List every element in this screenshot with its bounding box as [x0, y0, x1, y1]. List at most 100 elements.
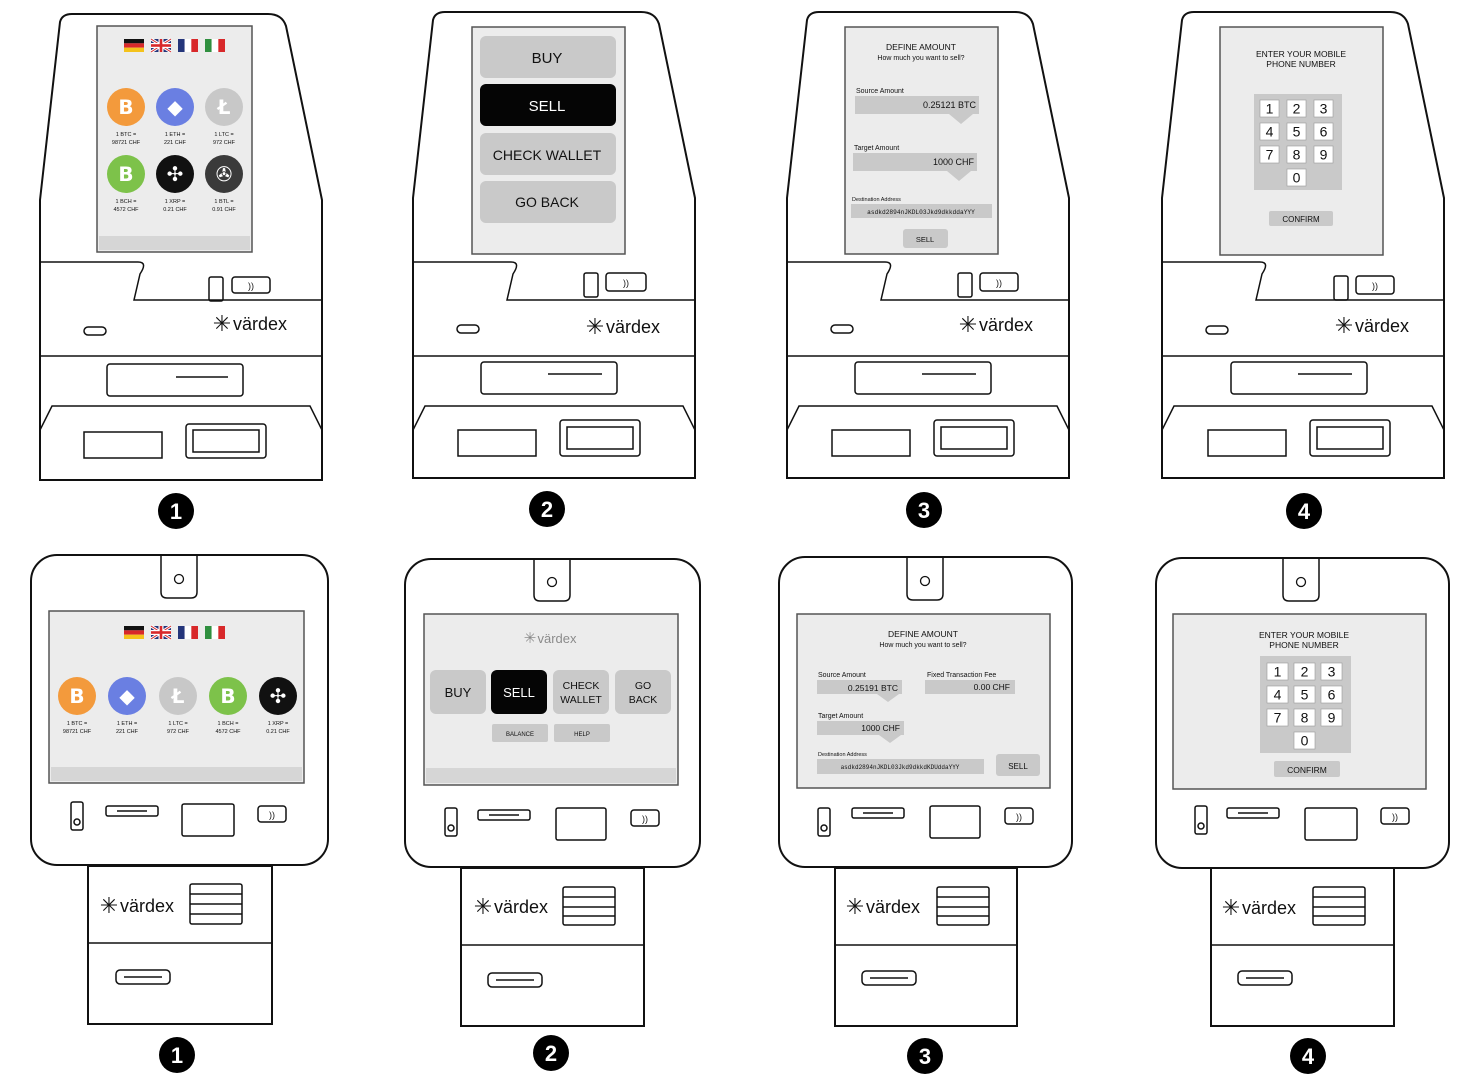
key-label: 3 [1320, 100, 1328, 116]
destination-field[interactable] [817, 759, 984, 774]
coin-tile[interactable]: B1 BCH =4572 CHF [209, 677, 247, 735]
buy-label: BUY [445, 685, 472, 700]
balance-button[interactable] [492, 724, 548, 742]
target-amount-field[interactable] [817, 721, 904, 735]
help-button[interactable] [554, 724, 610, 742]
key-label: 2 [1301, 663, 1309, 679]
key-7[interactable]: 7 [1259, 145, 1280, 164]
coin-tile[interactable]: B1 BCH =4572 CHF [107, 155, 145, 213]
german-flag-icon[interactable] [124, 39, 144, 52]
dest-value: asdkd2894nJKDL03Jkd9dkkdKDUddaYYY [841, 764, 960, 771]
italian-flag-icon[interactable] [205, 39, 225, 52]
sell-label: SELL [916, 235, 934, 244]
key-1[interactable]: 1 [1266, 662, 1289, 681]
brand-logo: ✳värdex [213, 311, 287, 336]
coin-rate-line2: 4572 CHF [215, 729, 241, 735]
key-label: 4 [1274, 686, 1282, 702]
bitcoin-icon [58, 677, 96, 715]
check-wallet-button[interactable] [480, 133, 616, 175]
uk-flag-icon[interactable] [150, 624, 172, 641]
coin-rate-line1: 1 LTC = [214, 132, 233, 138]
go-label: GO [635, 680, 651, 692]
tall-screen-amount: DEFINE AMOUNT How much you want to sell?… [844, 26, 999, 255]
german-flag-icon[interactable] [124, 626, 144, 639]
wide-screen-menu: ✳ värdex BUY SELL CHECK WALLET GO BACK B… [423, 613, 679, 786]
sell-button[interactable] [903, 229, 948, 248]
coin-tile[interactable]: ◆1 ETH =221 CHF [156, 88, 194, 146]
language-flags[interactable] [124, 37, 225, 54]
key-4[interactable]: 4 [1266, 685, 1289, 704]
key-9[interactable]: 9 [1320, 708, 1343, 727]
help-label: HELP [574, 732, 590, 738]
sell-button[interactable] [491, 670, 547, 714]
coin-tile[interactable]: B1 BTC =98721 CHF [107, 88, 145, 146]
litecoin-glyph: Ł [217, 95, 231, 119]
sparkle-icon: ✳ [586, 314, 604, 339]
source-value: 0.25121 BTC [923, 100, 977, 110]
brand-name: värdex [866, 897, 920, 917]
ripple-glyph: ✣ [270, 684, 287, 708]
buy-button[interactable] [480, 36, 616, 78]
confirm-button[interactable] [1269, 211, 1333, 226]
litecoin-glyph: Ł [171, 684, 185, 708]
go-back-button[interactable] [615, 670, 671, 714]
buy-label: BUY [532, 50, 563, 67]
french-flag-icon[interactable] [178, 626, 198, 639]
coin-tile[interactable]: ◆1 ETH =221 CHF [108, 677, 146, 735]
sell-button[interactable] [996, 754, 1040, 776]
language-flags[interactable] [124, 624, 225, 641]
phone-title-line1: ENTER YOUR MOBILE [1259, 630, 1349, 640]
go-back-button[interactable] [480, 181, 616, 223]
key-1[interactable]: 1 [1259, 99, 1280, 118]
key-2[interactable]: 2 [1293, 662, 1316, 681]
coin-rate-line1: 1 LTC = [168, 721, 187, 727]
bitcoin-glyph: B [69, 684, 84, 708]
coin-tile[interactable]: ✣1 XRP =0.21 CHF [259, 677, 297, 735]
coin-tile[interactable]: Ł1 LTC =972 CHF [159, 677, 197, 735]
key-7[interactable]: 7 [1266, 708, 1289, 727]
coin-tile[interactable]: B1 BTC =98721 CHF [58, 677, 96, 735]
source-amount-field[interactable] [817, 680, 902, 694]
step-badge: 2 [533, 1035, 569, 1071]
key-5[interactable]: 5 [1286, 122, 1307, 141]
key-6[interactable]: 6 [1313, 122, 1334, 141]
coin-tile[interactable]: ✇1 BTL =0.91 CHF [205, 155, 243, 213]
key-9[interactable]: 9 [1313, 145, 1334, 164]
confirm-label: CONFIRM [1287, 765, 1327, 775]
french-flag-icon[interactable] [178, 39, 198, 52]
confirm-button[interactable] [1274, 761, 1340, 777]
check-wallet-button[interactable] [553, 670, 609, 714]
key-8[interactable]: 8 [1293, 708, 1316, 727]
phone-title-line1: ENTER YOUR MOBILE [1256, 49, 1346, 59]
buy-button[interactable] [430, 670, 486, 714]
source-amount-field[interactable] [855, 96, 979, 114]
coin-tile[interactable]: Ł1 LTC =972 CHF [205, 88, 243, 146]
key-8[interactable]: 8 [1286, 145, 1307, 164]
key-4[interactable]: 4 [1259, 122, 1280, 141]
key-5[interactable]: 5 [1293, 685, 1316, 704]
amount-title: DEFINE AMOUNT [886, 42, 956, 52]
key-3[interactable]: 3 [1320, 662, 1343, 681]
brand-logo: ✳värdex [959, 312, 1033, 337]
key-0[interactable]: 0 [1293, 731, 1316, 750]
sell-button[interactable] [480, 84, 616, 126]
key-6[interactable]: 6 [1320, 685, 1343, 704]
key-0[interactable]: 0 [1286, 168, 1307, 187]
italian-flag-icon[interactable] [205, 626, 225, 639]
step-number: 1 [171, 1043, 183, 1068]
key-2[interactable]: 2 [1286, 99, 1307, 118]
ripple-icon [259, 677, 297, 715]
bitcoin-cash-glyph: B [118, 162, 133, 186]
destination-field[interactable] [851, 204, 992, 218]
target-amount-field[interactable] [853, 153, 977, 171]
coin-tile[interactable]: ✣1 XRP =0.21 CHF [156, 155, 194, 213]
key-label: 0 [1301, 732, 1309, 748]
sparkle-icon: ✳ [959, 312, 977, 337]
check-wallet-label: CHECK WALLET [493, 147, 602, 163]
source-label: Source Amount [856, 88, 904, 95]
key-3[interactable]: 3 [1313, 99, 1334, 118]
step-number: 2 [541, 497, 553, 522]
uk-flag-icon[interactable] [150, 37, 172, 54]
